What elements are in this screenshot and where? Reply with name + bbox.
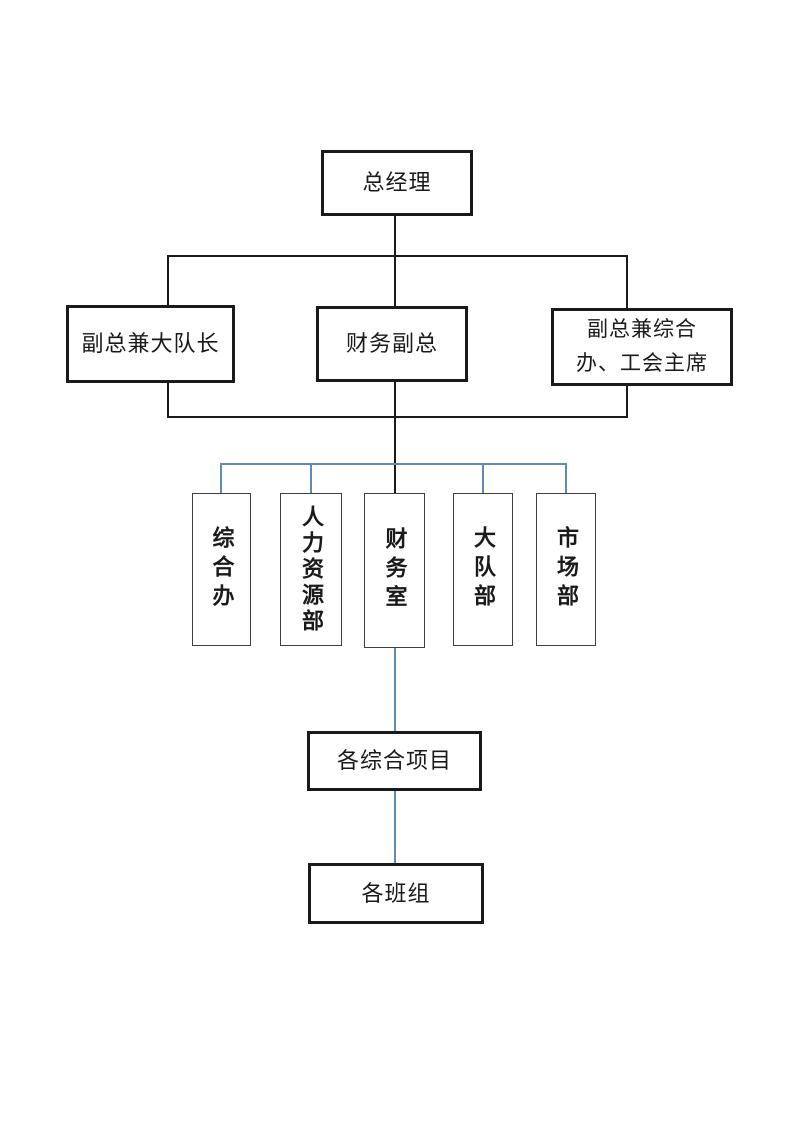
connector-dept-stub-market (565, 463, 567, 493)
node-admin-office-label: 综合办 (209, 526, 235, 613)
connector-root-drop (394, 216, 396, 257)
node-finance-office-label: 财务室 (382, 527, 408, 614)
connector-finance-to-projects (394, 648, 396, 731)
connector-dept-stub-brigade (482, 463, 484, 493)
node-work-teams: 各班组 (308, 863, 484, 924)
node-deputy-and-team-leader: 副总兼大队长 (66, 305, 235, 383)
connector-l2-top-bar (167, 255, 628, 257)
node-market-department: 市场部 (536, 493, 596, 646)
connector-l2-drop-right (626, 255, 628, 309)
node-admin-office: 综合办 (192, 493, 251, 646)
connector-center-stem (394, 382, 396, 493)
connector-dept-stub-hr (310, 463, 312, 493)
node-deputy-admin-union-label: 副总兼综合 办、工会主席 (576, 317, 708, 375)
node-comprehensive-projects: 各综合项目 (307, 731, 482, 791)
node-deputy-admin-union: 副总兼综合 办、工会主席 (551, 308, 733, 386)
connector-l2-bottom-bar (167, 416, 628, 418)
node-brigade-department-label: 大队部 (471, 526, 496, 613)
connector-dept-stub-admin (220, 463, 222, 493)
connector-dept-bar (220, 463, 567, 465)
node-finance-deputy: 财务副总 (316, 306, 468, 382)
connector-l2-drop-left (167, 255, 169, 306)
node-hr-department-label: 人力资源部 (299, 504, 324, 635)
node-hr-department: 人力资源部 (280, 493, 342, 646)
node-work-teams-label: 各班组 (361, 880, 431, 906)
node-general-manager: 总经理 (321, 150, 473, 216)
connector-projects-to-teams (394, 791, 396, 863)
connector-l2-riser-right (626, 386, 628, 418)
node-brigade-department: 大队部 (453, 493, 513, 646)
node-finance-deputy-label: 财务副总 (345, 331, 438, 357)
node-deputy-and-team-leader-label: 副总兼大队长 (81, 331, 220, 357)
node-comprehensive-projects-label: 各综合项目 (336, 748, 452, 774)
node-market-department-label: 市场部 (554, 526, 579, 613)
connector-l2-drop-center (394, 255, 396, 307)
connector-l2-riser-left (167, 383, 169, 418)
node-general-manager-label: 总经理 (362, 170, 432, 196)
node-finance-office: 财务室 (364, 493, 425, 648)
